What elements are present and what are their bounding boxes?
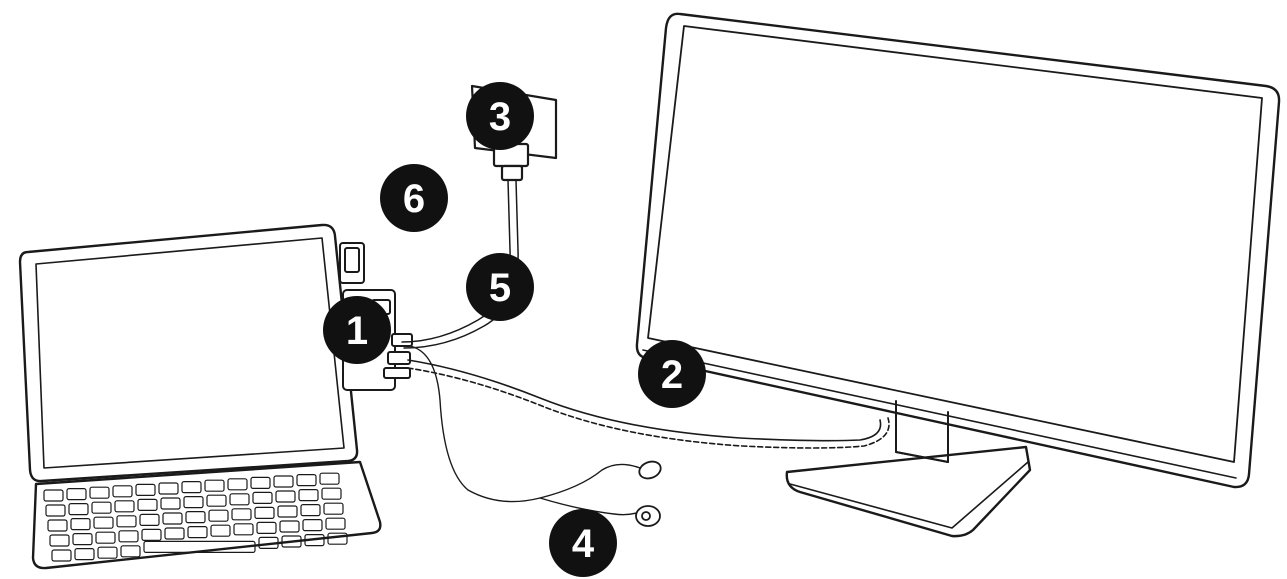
keyboard-key [162, 512, 183, 525]
keyboard-key [273, 475, 294, 488]
keyboard-key [120, 545, 141, 558]
keyboard-key [256, 521, 277, 535]
keyboard-key [114, 500, 135, 513]
keyboard-key [302, 518, 323, 532]
keyboard-key [66, 488, 87, 501]
keyboard-key [139, 513, 160, 527]
keyboard-key [210, 524, 231, 537]
keyboard-key [319, 472, 340, 485]
keyboard-key [70, 517, 91, 531]
callout-6-label: 6 [403, 177, 425, 221]
keyboard-key [206, 494, 227, 507]
external-monitor [635, 12, 1281, 538]
keyboard-key [45, 504, 66, 517]
keyboard-spacebar [143, 540, 256, 554]
callout-1-label: 1 [346, 309, 368, 353]
keyboard-key [187, 525, 208, 539]
keyboard-key [135, 483, 156, 496]
callout-3-label: 3 [489, 95, 511, 139]
keyboard-key [72, 532, 93, 546]
keyboard-key [97, 546, 118, 559]
cables [401, 179, 890, 516]
keyboard-key [325, 517, 346, 530]
keyboard-key [137, 498, 158, 511]
keyboard-key [275, 490, 296, 503]
keyboard-key [164, 527, 185, 540]
keyboard-key [229, 493, 250, 506]
keyboard-key [93, 516, 114, 529]
keyboard-key [204, 479, 225, 492]
keyboard-key [89, 486, 110, 499]
callout-2: 2 [638, 340, 706, 408]
keyboard-key [250, 476, 271, 489]
keyboard-key [118, 530, 139, 543]
keyboard-key [95, 531, 116, 544]
keyboard-key [323, 502, 344, 515]
keyboard-key [185, 511, 206, 524]
keyboard-key [208, 509, 229, 522]
keyboard-key [304, 533, 325, 547]
keyboard-key [43, 489, 64, 502]
callout-3: 3 [466, 82, 534, 150]
keyboard-key [233, 523, 254, 536]
keyboard-key [51, 549, 72, 562]
keyboard-key [227, 478, 248, 491]
keyboard-key [91, 501, 112, 514]
keyboard-key [158, 482, 179, 495]
keyboard-key [258, 536, 279, 550]
callout-4-label: 4 [572, 522, 595, 566]
keyboard-key [321, 487, 342, 500]
keyboard-key [160, 497, 181, 510]
keyboard-key [231, 508, 252, 521]
callout-1: 1 [323, 296, 391, 364]
keyboard-key [327, 532, 348, 545]
tablet-with-keyboard [18, 223, 382, 570]
callout-4: 4 [549, 509, 617, 577]
keyboard-key [74, 547, 95, 561]
keyboard-key [116, 515, 137, 528]
callout-5: 5 [466, 253, 534, 321]
keyboard-key [47, 519, 68, 532]
earphones [635, 460, 662, 527]
keyboard-key [112, 485, 133, 498]
keyboard-key [49, 534, 70, 547]
keyboard-key [300, 504, 321, 517]
keyboard-key [254, 506, 275, 519]
keyboard-key [277, 505, 298, 518]
keyboard-key [252, 491, 273, 504]
keyboard-key [296, 474, 317, 487]
callout-5-label: 5 [489, 266, 511, 310]
keyboard-key [298, 489, 319, 502]
keyboard-key [141, 528, 162, 542]
keyboard-key [279, 520, 300, 533]
keyboard-key [281, 535, 302, 548]
keyboard-key [68, 503, 89, 516]
keyboard-key [183, 496, 204, 509]
callout-2-label: 2 [661, 353, 683, 397]
callout-6: 6 [380, 164, 448, 232]
keyboard-key [181, 481, 202, 494]
